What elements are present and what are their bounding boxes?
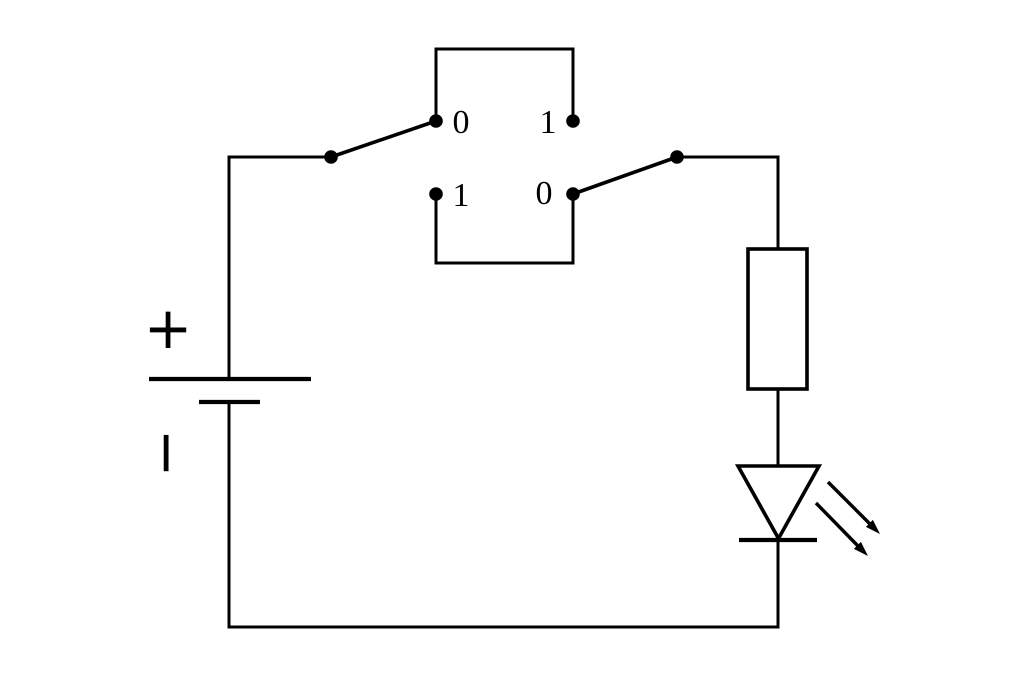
switch-left-bottom-contact-dot: [429, 187, 443, 201]
switch-right-bottom-contact-dot: [566, 187, 580, 201]
wire-switch-right-to-resistor: [677, 155, 780, 249]
resistor: [746, 247, 809, 391]
led-emission-arrow-1: [826, 480, 880, 534]
arrow-shaft: [814, 501, 860, 548]
led-triangle: [734, 464, 823, 543]
switch-right-lever: [571, 155, 679, 196]
wire-top-crossover: [434, 47, 575, 121]
led: [734, 464, 880, 556]
arrow-head: [865, 519, 880, 534]
wires: [227, 47, 780, 629]
switch-left-bottom-contact-label: 1: [453, 177, 470, 214]
switch-right-top-contact-dot: [566, 114, 580, 128]
wire-led-to-battery: [227, 402, 780, 629]
switch-right-pivot-dot: [670, 150, 684, 164]
battery-negative-label: −: [134, 429, 202, 478]
wire-battery-to-switch-left: [227, 155, 331, 380]
switch-left: 0 1: [324, 104, 470, 214]
switch-right-top-contact-label: 1: [540, 104, 557, 141]
battery-positive-label: +: [144, 294, 193, 362]
switch-right: 1 0: [536, 104, 684, 212]
arrow-shaft: [826, 480, 872, 526]
switch-left-top-contact-label: 0: [453, 104, 470, 141]
arrow-head: [853, 541, 868, 556]
switch-left-top-contact-dot: [429, 114, 443, 128]
wire-bottom-crossover: [434, 194, 575, 265]
switch-left-pivot-dot: [324, 150, 338, 164]
switch-left-lever: [329, 119, 438, 159]
led-emission-arrow-2: [814, 501, 868, 556]
switch-right-bottom-contact-label: 0: [536, 175, 553, 212]
battery: + −: [134, 294, 311, 477]
